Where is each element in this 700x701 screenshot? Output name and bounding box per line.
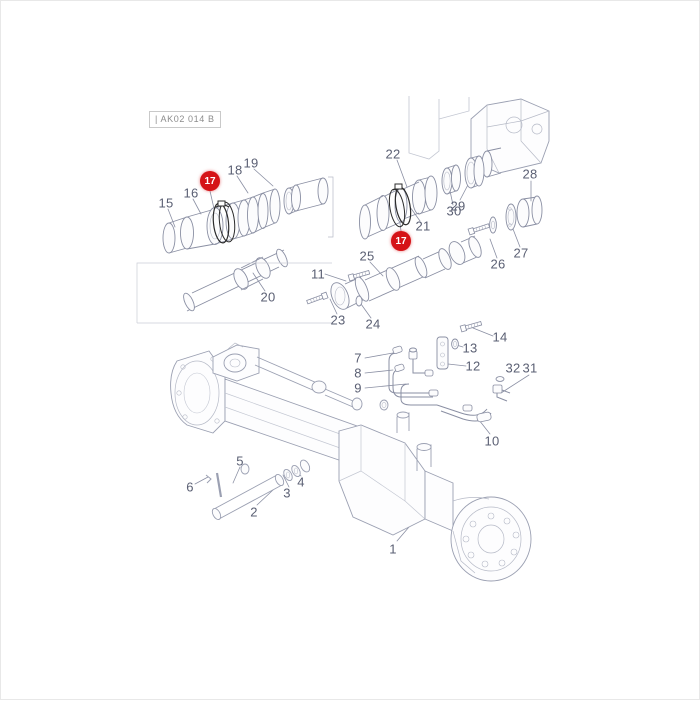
callout-number-23: 23 bbox=[330, 312, 346, 328]
hose-clamp-17-left bbox=[212, 200, 236, 244]
leader-22 bbox=[396, 159, 408, 188]
callout-number-24: 24 bbox=[365, 316, 381, 332]
leader-12 bbox=[447, 363, 467, 367]
drawing-reference-label: | AK02 014 B bbox=[149, 111, 221, 128]
bracket-12-hardware bbox=[436, 319, 483, 370]
bearing-stack-26-27-28 bbox=[467, 195, 543, 236]
callout-number-19: 19 bbox=[243, 155, 259, 171]
callout-number-10: 10 bbox=[484, 433, 500, 449]
callout-number-3: 3 bbox=[283, 485, 291, 501]
callout-number-18: 18 bbox=[227, 162, 243, 178]
callout-number-21: 21 bbox=[415, 218, 431, 234]
leader-6 bbox=[194, 476, 209, 485]
callout-number-5: 5 bbox=[236, 453, 244, 469]
callout-number-7: 7 bbox=[354, 350, 362, 366]
highlight-badge-17[interactable]: 17 bbox=[200, 171, 220, 191]
callout-number-8: 8 bbox=[354, 365, 362, 381]
callout-number-27: 27 bbox=[513, 245, 529, 261]
leader-7 bbox=[364, 352, 394, 359]
leader-18 bbox=[236, 175, 249, 194]
hose-clamp-17-right bbox=[388, 183, 412, 228]
propshaft-assembly-25 bbox=[305, 235, 482, 310]
callout-number-9: 9 bbox=[354, 380, 362, 396]
leader-27 bbox=[512, 228, 521, 248]
callout-number-26: 26 bbox=[490, 256, 506, 272]
callout-number-25: 25 bbox=[359, 248, 375, 264]
leader-16 bbox=[192, 198, 202, 215]
leader-14 bbox=[472, 327, 494, 337]
callout-number-15: 15 bbox=[158, 195, 174, 211]
callout-number-12: 12 bbox=[465, 358, 481, 374]
drive-shaft-tube-20 bbox=[136, 248, 332, 324]
callout-number-14: 14 bbox=[492, 329, 508, 345]
leader-10 bbox=[478, 419, 491, 435]
leader-2 bbox=[256, 489, 274, 506]
leader-24 bbox=[360, 303, 372, 319]
callout-number-29: 29 bbox=[450, 198, 466, 214]
leader-9 bbox=[364, 383, 407, 389]
callout-number-4: 4 bbox=[297, 474, 305, 490]
callout-number-22: 22 bbox=[385, 146, 401, 162]
callout-number-30: 30 bbox=[446, 203, 462, 219]
leader-15 bbox=[167, 208, 176, 228]
upper-left-shaft-assembly bbox=[162, 176, 334, 254]
callout-number-20: 20 bbox=[260, 289, 276, 305]
leader-31 bbox=[500, 374, 530, 394]
upper-right-shaft-assembly bbox=[359, 96, 550, 240]
leader-25 bbox=[369, 261, 384, 277]
callout-number-1: 1 bbox=[389, 541, 397, 557]
callout-number-2: 2 bbox=[250, 504, 258, 520]
leader-19 bbox=[253, 168, 274, 187]
callout-number-31: 31 bbox=[522, 360, 538, 376]
highlight-badge-17[interactable]: 17 bbox=[391, 231, 411, 251]
leader-23 bbox=[329, 298, 338, 315]
callout-number-11: 11 bbox=[310, 266, 326, 282]
hydraulic-lines-7-8-9 bbox=[388, 345, 492, 423]
leader-8 bbox=[364, 369, 394, 374]
callout-number-28: 28 bbox=[522, 166, 538, 182]
axle-housing-assembly-1 bbox=[170, 342, 532, 582]
callout-number-16: 16 bbox=[183, 185, 199, 201]
leader-26 bbox=[489, 238, 498, 259]
callout-number-13: 13 bbox=[462, 340, 478, 356]
callout-number-32: 32 bbox=[505, 360, 521, 376]
leader-21 bbox=[409, 206, 421, 222]
leader-3 bbox=[282, 474, 290, 488]
leader-5 bbox=[232, 466, 241, 484]
leader-20 bbox=[252, 272, 266, 292]
callout-number-6: 6 bbox=[186, 479, 194, 495]
leader-11 bbox=[324, 273, 347, 282]
fitting-31-32 bbox=[492, 376, 511, 402]
